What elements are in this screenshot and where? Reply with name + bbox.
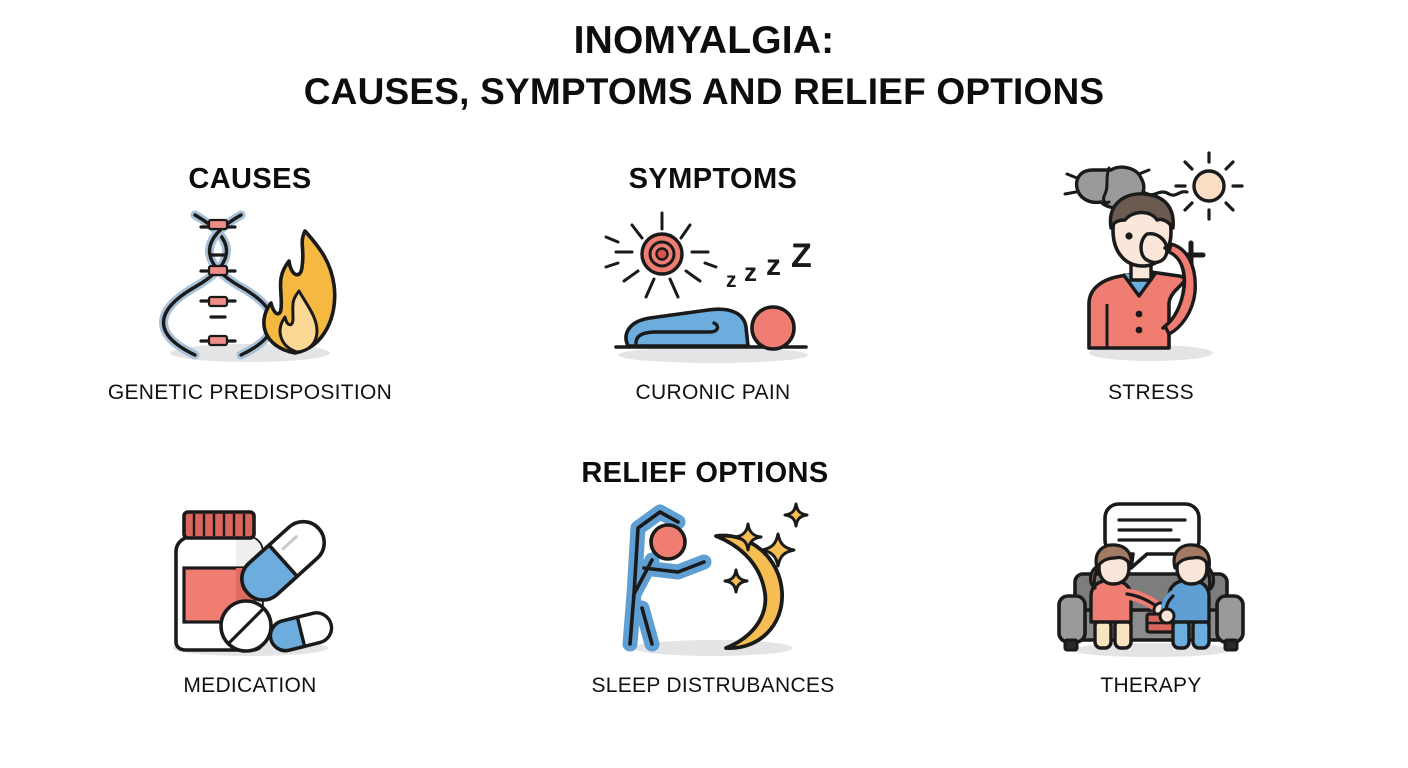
- page-title: INOMYALGIA: CAUSES, SYMPTOMS AND RELIEF …: [0, 18, 1408, 114]
- card-genetic-predisposition: GENETIC PREDISPOSITION: [100, 205, 400, 405]
- svg-text:z: z: [766, 249, 781, 282]
- person-right: [1158, 543, 1216, 650]
- moon-stretch-icon: [563, 498, 863, 658]
- card-therapy: THERAPY: [1001, 498, 1301, 698]
- person-lying-pain-icon: z z z Z: [563, 205, 863, 365]
- svg-text:z: z: [726, 269, 737, 292]
- section-heading-symptoms: SYMPTOMS: [628, 163, 798, 195]
- counselling-couch-icon: [1001, 498, 1301, 658]
- svg-text:z: z: [744, 257, 757, 287]
- title-line-2: CAUSES, SYMPTOMS AND RELIEF OPTIONS: [303, 71, 1105, 113]
- section-heading-causes: CAUSES: [188, 163, 312, 195]
- card-caption: THERAPY: [1100, 674, 1202, 697]
- card-caption: GENETIC PREDISPOSITION: [107, 381, 393, 404]
- card-caption: SLEEP DISTRUBANCES: [591, 674, 835, 697]
- dna-flame-icon: [100, 205, 400, 365]
- card-sleep-disturbances: SLEEP DISTRUBANCES: [563, 498, 863, 698]
- pill-bottle-icon: [100, 498, 400, 658]
- card-caption: MEDICATION: [183, 674, 317, 697]
- card-stress: STRESS: [1001, 148, 1301, 405]
- sun-icon: [1174, 151, 1244, 221]
- svg-text:Z: Z: [791, 237, 812, 275]
- stressed-person-icon: [1001, 148, 1301, 365]
- card-medication: MEDICATION: [100, 498, 400, 698]
- card-chronic-pain: z z z Z CURONIC PAIN: [563, 205, 863, 405]
- section-heading-relief: RELIEF OPTIONS: [581, 457, 829, 489]
- card-caption: STRESS: [1108, 381, 1194, 404]
- title-line-1: INOMYALGIA:: [573, 19, 835, 62]
- card-caption: CURONIC PAIN: [635, 381, 791, 404]
